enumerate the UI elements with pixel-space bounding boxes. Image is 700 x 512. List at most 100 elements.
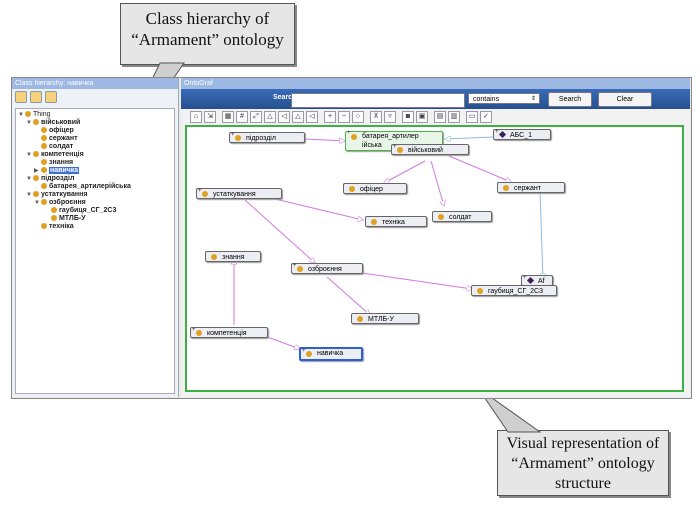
class-icon <box>349 186 355 192</box>
class-hierarchy-panel: Class hierarchy: навичка ▼Thing ▼військо… <box>12 78 179 397</box>
zoom-in-icon[interactable]: + <box>324 111 336 123</box>
expand-toggle-icon[interactable]: ▼ <box>26 192 32 198</box>
tree-item-gaubytsia[interactable]: гаубиця_СГ_2С3 <box>51 207 116 215</box>
class-icon <box>25 111 31 117</box>
graph-node-tekhnika[interactable]: техніка <box>365 216 427 227</box>
tree-item-ustatkuvannia[interactable]: ▼устаткування <box>26 191 88 198</box>
image-icon[interactable]: ▣ <box>416 111 428 123</box>
search-input[interactable] <box>291 93 465 108</box>
graph-node-abs[interactable]: +АБС_1 <box>493 129 551 140</box>
callout-class-hierarchy: Class hierarchy of “Armament” ontology <box>120 3 295 65</box>
clear-button[interactable]: Clear <box>598 92 652 107</box>
class-icon <box>397 147 403 153</box>
radial-layout-icon[interactable]: ⤢ <box>250 111 262 123</box>
search-button[interactable]: Search <box>548 92 592 107</box>
class-icon <box>51 215 57 221</box>
class-icon <box>41 143 47 149</box>
class-hierarchy-toolbar <box>12 89 178 104</box>
graph-node-znannia[interactable]: знання <box>205 251 261 262</box>
tree-layout-right-icon[interactable]: ◁ <box>306 111 318 123</box>
tree-layout-left-icon[interactable]: ◁ <box>278 111 290 123</box>
graph-node-gaubytsia[interactable]: гаубиця_СГ_2С3 <box>471 285 557 296</box>
zoom-out-icon[interactable]: − <box>338 111 350 123</box>
graph-node-ozbroiennia[interactable]: +озброєння <box>291 263 363 274</box>
chart-icon[interactable]: ✓ <box>480 111 492 123</box>
graph-node-kompetentsiia[interactable]: +компетенція <box>190 327 268 338</box>
graph-node-ofitser[interactable]: офіцер <box>343 183 407 194</box>
class-icon <box>33 191 39 197</box>
search-bar: Search: contains⇕ Search Clear <box>181 89 690 109</box>
graph-node-serzhant[interactable]: сержант <box>497 182 565 193</box>
edge-ozbroiennia-gaubytsia <box>361 272 472 289</box>
tree-item-ofitser[interactable]: офіцер <box>41 127 74 135</box>
search-label: Search: <box>273 94 299 101</box>
tree-item-mtlb[interactable]: МТЛБ-У <box>51 215 86 223</box>
edge-ustatkuvannia-tekhnika <box>270 197 363 220</box>
filter-icon[interactable]: ⊼ <box>370 111 382 123</box>
tree-layout-up-icon[interactable]: △ <box>264 111 276 123</box>
edge-viiskovyi-ofitser <box>384 160 426 183</box>
tree-item-serzhant[interactable]: сержант <box>41 135 78 143</box>
funnel-icon[interactable]: ▿ <box>384 111 396 123</box>
graph-edges <box>187 127 682 390</box>
class-icon <box>503 185 509 191</box>
class-icon <box>33 175 39 181</box>
tree-item-tekhnika[interactable]: техніка <box>41 223 74 231</box>
add-sibling-icon[interactable] <box>30 91 42 103</box>
edge-viiskovyi-soldat <box>430 160 444 206</box>
zoom-fit-icon[interactable]: ○ <box>352 111 364 123</box>
tree-item-thing[interactable]: ▼Thing <box>18 111 51 118</box>
class-tree: ▼Thing ▼військовий офіцер сержант солдат… <box>15 108 175 394</box>
class-icon <box>351 134 357 140</box>
expand-toggle-icon[interactable]: ▼ <box>26 120 32 126</box>
tree-layout-down-icon[interactable]: △ <box>292 111 304 123</box>
expand-toggle-icon[interactable]: ▼ <box>34 200 40 206</box>
tree-item-znannia[interactable]: знання <box>41 159 73 167</box>
edge-ozbroiennia-mtlb <box>326 276 370 315</box>
class-icon <box>41 159 47 165</box>
home-icon[interactable]: ⌂ <box>190 111 202 123</box>
export-icon[interactable]: ⇲ <box>204 111 216 123</box>
search-mode-select[interactable]: contains⇕ <box>468 93 540 104</box>
tree-item-pidrozdil[interactable]: ▼підрозділ <box>26 175 75 182</box>
tree-item-navychka[interactable]: ▶навичка <box>34 167 80 174</box>
grid-layout-icon[interactable]: ▦ <box>222 111 234 123</box>
add-subclass-icon[interactable] <box>15 91 27 103</box>
callout-visual-representation: Visual representation of “Armament” onto… <box>497 430 669 496</box>
select-arrows-icon: ⇕ <box>530 96 536 102</box>
open-icon[interactable]: ▥ <box>448 111 460 123</box>
class-icon <box>41 223 47 229</box>
tree-item-viiskovyi[interactable]: ▼військовий <box>26 119 81 126</box>
class-icon <box>202 191 208 197</box>
tree-item-soldat[interactable]: солдат <box>41 143 73 151</box>
expand-toggle-icon[interactable]: ▼ <box>26 176 32 182</box>
expand-toggle-icon[interactable]: ▶ <box>34 168 39 174</box>
spring-layout-icon[interactable]: # <box>236 111 248 123</box>
class-icon <box>33 151 39 157</box>
expand-toggle-icon[interactable]: ▼ <box>18 112 24 118</box>
print-icon[interactable]: ▭ <box>466 111 478 123</box>
class-icon <box>51 207 57 213</box>
graph-node-navychka[interactable]: +навичка <box>299 347 363 361</box>
camera-icon[interactable]: ◙ <box>402 111 414 123</box>
graph-node-ustatkuvannia[interactable]: +устаткування <box>196 188 282 199</box>
class-icon <box>41 183 47 189</box>
class-icon <box>371 219 377 225</box>
graph-canvas[interactable]: +підрозділ +батарея_артилер ійська +АБС_… <box>185 125 684 392</box>
protege-window: Class hierarchy: навичка ▼Thing ▼військо… <box>11 77 692 399</box>
graph-node-viiskovyi[interactable]: +військовий <box>391 144 469 155</box>
tree-item-bataria[interactable]: батарея_артилерійська <box>41 183 131 191</box>
delete-class-icon[interactable] <box>45 91 57 103</box>
class-icon <box>41 135 47 141</box>
graph-node-mtlb[interactable]: МТЛБ-У <box>351 313 419 324</box>
graph-node-pidrozdil[interactable]: +підрозділ <box>229 132 305 143</box>
tree-item-kompetentsiia[interactable]: ▼компетенція <box>26 151 84 158</box>
edge-ustatkuvannia-ozbroiennia <box>244 199 315 263</box>
tree-item-ozbroiennia[interactable]: ▼озброєння <box>34 199 86 206</box>
class-icon <box>438 214 444 220</box>
edge-viiskovyi-serzhant <box>448 155 511 182</box>
individual-icon <box>498 130 507 139</box>
save-icon[interactable]: ▤ <box>434 111 446 123</box>
graph-node-soldat[interactable]: солдат <box>432 211 492 222</box>
expand-toggle-icon[interactable]: ▼ <box>26 152 32 158</box>
